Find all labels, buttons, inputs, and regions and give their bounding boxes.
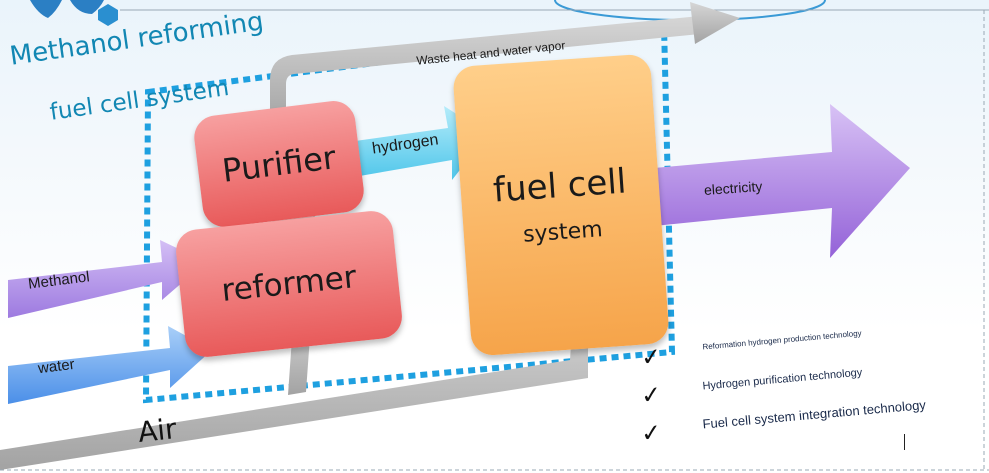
purifier-label: Purifier [220, 138, 338, 190]
fuel-cell-label: fuel cell [491, 160, 628, 211]
hydrogen-arrow [348, 106, 488, 180]
logo-decoration [30, 0, 118, 26]
reformer-label: reformer [219, 259, 359, 309]
methanol-arrow [8, 240, 206, 318]
purifier-box: Purifier [191, 98, 367, 230]
electricity-arrow [654, 104, 910, 258]
waste-heat-arrow [270, 2, 740, 126]
reformer-box: reformer [173, 208, 405, 360]
check-icon: ✓ [640, 419, 663, 448]
air-label: Air [136, 412, 179, 449]
system-boundary [142, 22, 676, 404]
check-icon: ✓ [640, 381, 663, 410]
check-icon: ✓ [640, 343, 663, 372]
fuel-cell-box: fuel cell system [452, 53, 670, 357]
water-arrow [8, 326, 212, 404]
fuel-cell-sublabel: system [522, 216, 604, 248]
text-cursor [904, 434, 905, 450]
